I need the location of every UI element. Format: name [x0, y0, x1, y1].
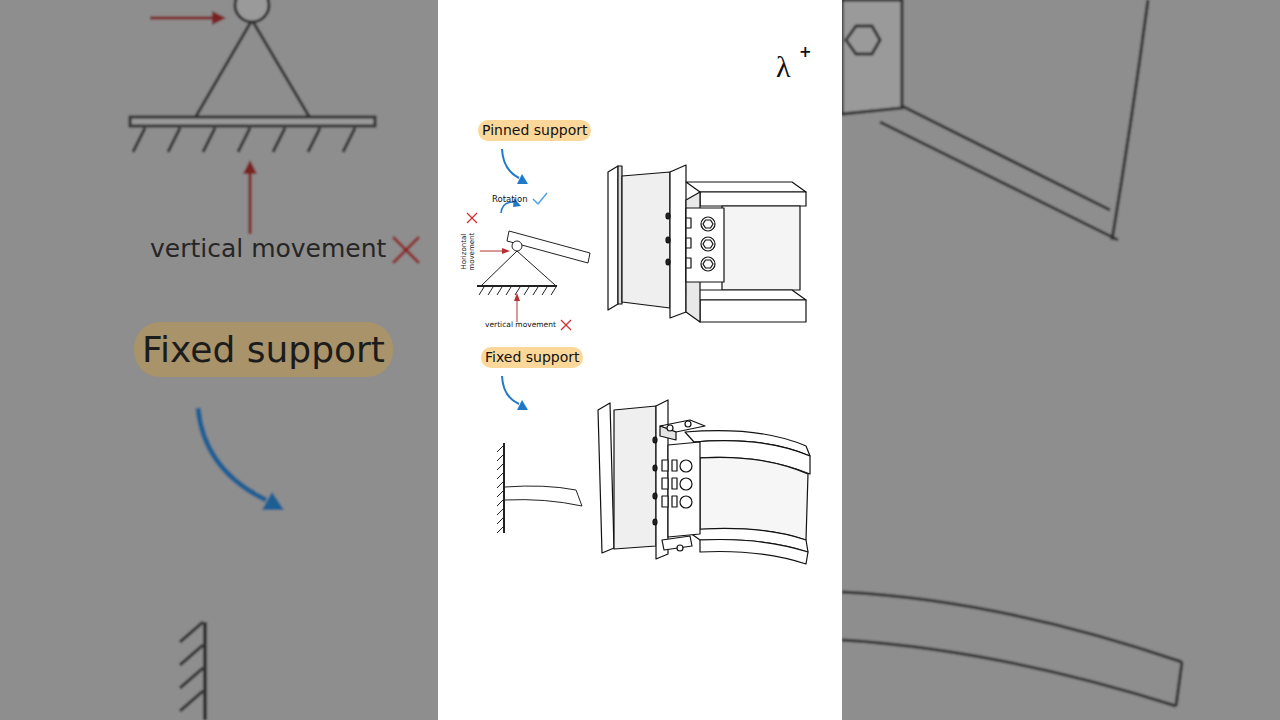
support-title: Fixed support	[485, 349, 579, 366]
highlight-label: Fixed support	[134, 322, 393, 377]
support-title: Fixed support	[142, 328, 385, 371]
highlight-label: Pinned support	[478, 120, 591, 141]
highlight-label: Fixed support	[481, 347, 583, 368]
pinned-connection	[608, 165, 806, 322]
panel	[438, 0, 842, 720]
background-left	[0, 0, 438, 720]
motion-label: Horizontal movement	[461, 229, 476, 275]
background-right	[842, 0, 1280, 720]
motion-label: Rotation	[492, 195, 528, 204]
support-title: Pinned support	[482, 122, 587, 139]
motion-label: vertical movement	[150, 235, 386, 263]
fixed-connection	[598, 400, 810, 564]
fixed-sketch	[497, 376, 582, 533]
logo-mark: λ	[776, 50, 791, 83]
logo-mark: +	[799, 44, 812, 61]
motion-label: vertical movement	[485, 321, 556, 329]
pinned-sketch	[467, 149, 590, 330]
